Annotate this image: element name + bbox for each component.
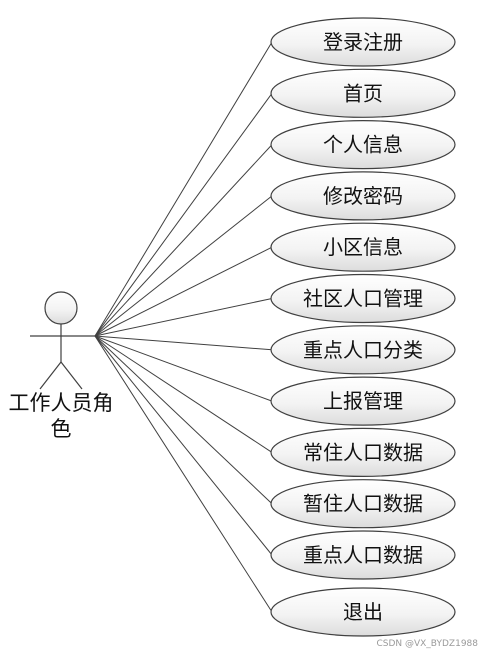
use-case-label: 修改密码	[323, 184, 403, 208]
use-case-label: 常住人口数据	[303, 440, 423, 464]
association-lines	[94, 41, 273, 613]
use-case-label: 上报管理	[323, 389, 403, 413]
use-case[interactable]: 修改密码	[270, 171, 456, 221]
association-line	[94, 298, 273, 337]
association-line	[94, 335, 273, 351]
use-case[interactable]: 小区信息	[270, 222, 456, 272]
use-case-ellipse[interactable]	[270, 222, 456, 272]
actor-right-leg	[60, 361, 83, 390]
use-case-label: 社区人口管理	[303, 287, 423, 311]
association-line	[94, 41, 273, 337]
association-line	[94, 246, 273, 337]
use-case-label: 退出	[343, 600, 383, 624]
use-case-ellipse[interactable]	[270, 479, 456, 529]
use-case-label: 重点人口分类	[303, 338, 423, 362]
actor-head	[44, 291, 78, 325]
association-line	[94, 335, 273, 556]
use-case-label: 重点人口数据	[303, 543, 423, 567]
association-line	[94, 335, 273, 402]
use-case[interactable]: 个人信息	[270, 120, 456, 170]
actor-figure: 工作人员角 色	[9, 291, 114, 441]
use-case-ellipse[interactable]	[270, 530, 456, 580]
use-case[interactable]: 重点人口数据	[270, 530, 456, 580]
association-line	[94, 93, 273, 337]
use-case[interactable]: 退出	[270, 587, 456, 637]
association-line	[94, 335, 273, 505]
association-line	[94, 144, 273, 337]
use-case[interactable]: 暂住人口数据	[270, 479, 456, 529]
use-case[interactable]: 重点人口分类	[270, 325, 456, 375]
use-case-ellipse[interactable]	[270, 427, 456, 477]
use-case[interactable]: 首页	[270, 68, 456, 118]
actor-label-line2: 色	[51, 417, 72, 441]
use-case-ellipse[interactable]	[270, 171, 456, 221]
actor-label-line1: 工作人员角	[9, 391, 114, 415]
use-case-list: 登录注册首页个人信息修改密码小区信息社区人口管理重点人口分类上报管理常住人口数据…	[270, 17, 456, 637]
use-case-ellipse[interactable]	[270, 17, 456, 67]
use-case-ellipse[interactable]	[270, 120, 456, 170]
association-line	[94, 335, 273, 453]
use-case-label: 首页	[343, 81, 383, 105]
use-case[interactable]: 上报管理	[270, 376, 456, 426]
use-case-label: 登录注册	[323, 30, 403, 54]
use-case-ellipse[interactable]	[270, 587, 456, 637]
use-case[interactable]: 社区人口管理	[270, 273, 456, 324]
use-case[interactable]: 常住人口数据	[270, 427, 456, 477]
association-line	[94, 195, 273, 337]
use-case-ellipse[interactable]	[270, 376, 456, 426]
use-case[interactable]: 登录注册	[270, 17, 456, 67]
use-case-ellipse[interactable]	[270, 273, 456, 324]
use-case-ellipse[interactable]	[270, 68, 456, 118]
watermark: CSDN @VX_BYDZ1988	[376, 639, 478, 649]
use-case-label: 个人信息	[323, 133, 403, 157]
use-case-label: 小区信息	[323, 235, 403, 259]
use-case-ellipse[interactable]	[270, 325, 456, 375]
association-line	[94, 335, 273, 613]
use-case-label: 暂住人口数据	[303, 492, 423, 516]
actor-left-leg	[39, 361, 62, 390]
